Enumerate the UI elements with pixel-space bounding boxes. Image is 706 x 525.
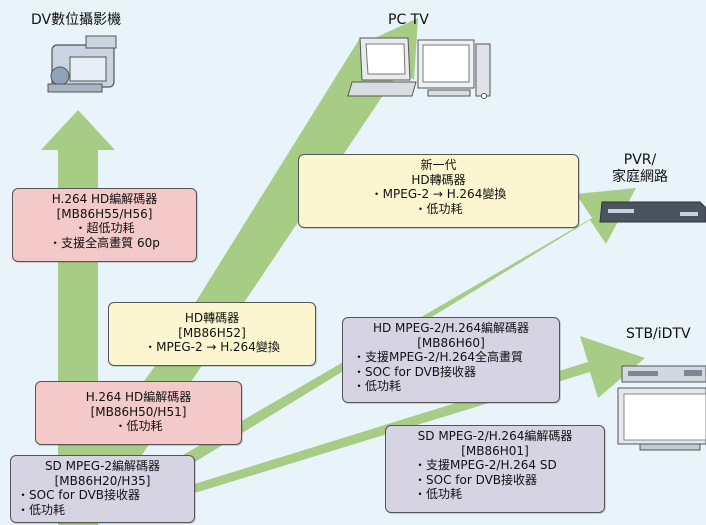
box-h01-part: [MB86H01] [461, 443, 529, 458]
camcorder-icon [47, 35, 117, 93]
box-new-transcoder-feature: ・MPEG-2 → H.264變換 [370, 187, 507, 201]
arrow-to-stb [62, 336, 645, 525]
box-h264-hd-h55: H.264 HD編解碼器 [MB86H55/H56] ・超低功耗 ・支援全高畫質… [12, 188, 197, 262]
box-h01-feature: ・SOC for DVB接收器 [414, 472, 538, 487]
pvr-icon [599, 201, 706, 223]
box-h20-feature: ・SOC for DVB接收器 [17, 488, 141, 502]
pvr-label: PVR/ 家庭網路 [612, 152, 668, 186]
box-h52-feature: ・MPEG-2 → H.264變換 [144, 340, 280, 354]
box-h52-title: HD轉碼器 [184, 311, 240, 325]
box-sd-mpeg2-h264-h01: SD MPEG-2/H.264編解碼器 [MB86H01] ・支援MPEG-2/… [385, 425, 605, 513]
box-h52-part: [MB86H52] [178, 325, 246, 340]
box-h60-title: HD MPEG-2/H.264編解碼器 [372, 321, 530, 335]
box-hd-mpeg2-h264-h60: HD MPEG-2/H.264編解碼器 [MB86H60] ・支援MPEG-2/… [342, 317, 560, 403]
box-hd-transcoder-h52: HD轉碼器 [MB86H52] ・MPEG-2 → H.264變換 [108, 302, 316, 366]
box-h60-part: [MB86H60] [417, 335, 485, 350]
desktop-pc-icon [417, 39, 491, 99]
box-h55-feature: ・超低功耗 [74, 221, 135, 235]
box-h60-feature: ・低功耗 [353, 379, 402, 393]
box-h20-part: [MB86H20/H35] [54, 473, 151, 488]
box-h55-part: [MB86H55/H56] [56, 206, 153, 221]
box-h55-title: H.264 HD編解碼器 [51, 192, 158, 206]
tv-icon [617, 387, 706, 451]
dv-camera-label: DV數位攝影機 [31, 12, 122, 28]
stb-label: STB/iDTV [626, 326, 691, 342]
set-top-box-icon [621, 365, 706, 383]
pvr-label-line2: 家庭網路 [612, 169, 668, 185]
box-h01-feature: ・低功耗 [414, 487, 463, 501]
box-new-transcoder: 新一代 HD轉碼器 ・MPEG-2 → H.264變換 ・低功耗 [298, 154, 579, 228]
box-h264-hd-h50: H.264 HD編解碼器 [MB86H50/H51] ・低功耗 [35, 381, 242, 445]
box-h50-part: [MB86H50/H51] [90, 404, 187, 419]
box-h60-feature: ・SOC for DVB接收器 [353, 364, 477, 379]
box-h01-title: SD MPEG-2/H.264編解碼器 [417, 429, 573, 443]
box-sd-mpeg2-h20: SD MPEG-2編解碼器 [MB86H20/H35] ・SOC for DVB… [10, 455, 195, 523]
pc-tv-label: PC TV [388, 12, 429, 28]
box-h01-feature: ・支援MPEG-2/H.264 SD [414, 458, 557, 472]
box-h60-feature: ・支援MPEG-2/H.264全高畫質 [353, 350, 524, 364]
box-new-transcoder-feature: ・低功耗 [414, 201, 463, 216]
box-new-transcoder-subtitle: HD轉碼器 [411, 172, 466, 187]
pvr-label-line1: PVR/ [623, 152, 657, 168]
box-h50-feature: ・低功耗 [114, 419, 163, 433]
box-h55-feature: ・支援全高畫質 60p [49, 235, 160, 250]
box-h20-feature: ・低功耗 [17, 502, 66, 517]
box-h50-title: H.264 HD編解碼器 [85, 390, 192, 404]
box-new-transcoder-title: 新一代 [420, 158, 457, 172]
laptop-icon [347, 37, 417, 97]
box-h20-title: SD MPEG-2編解碼器 [44, 459, 161, 473]
